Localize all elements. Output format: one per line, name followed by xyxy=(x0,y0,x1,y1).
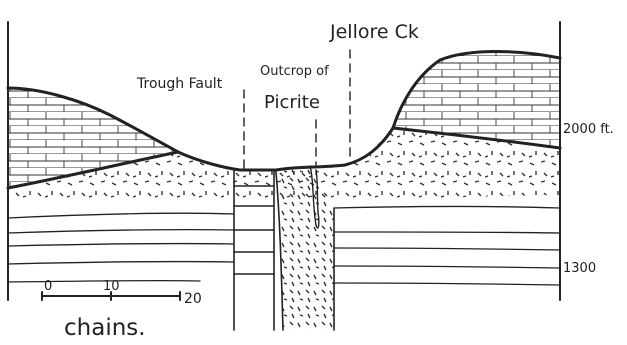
scale-bar: 0 10 20 chains. xyxy=(42,279,202,341)
elevation-2000-label: 2000 ft. xyxy=(563,122,614,137)
scale-label-10: 10 xyxy=(103,279,120,294)
scale-label-20: 20 xyxy=(184,291,202,307)
fault-label: Trough Fault xyxy=(136,76,223,92)
elevation-1300-label: 1300 xyxy=(563,261,596,276)
creek-label: Jellore Ck xyxy=(329,21,419,43)
outcrop-label: Outcrop of xyxy=(260,64,329,79)
scale-label-0: 0 xyxy=(44,279,52,294)
picrite-label: Picrite xyxy=(264,92,320,113)
scale-unit-label: chains. xyxy=(64,315,146,341)
